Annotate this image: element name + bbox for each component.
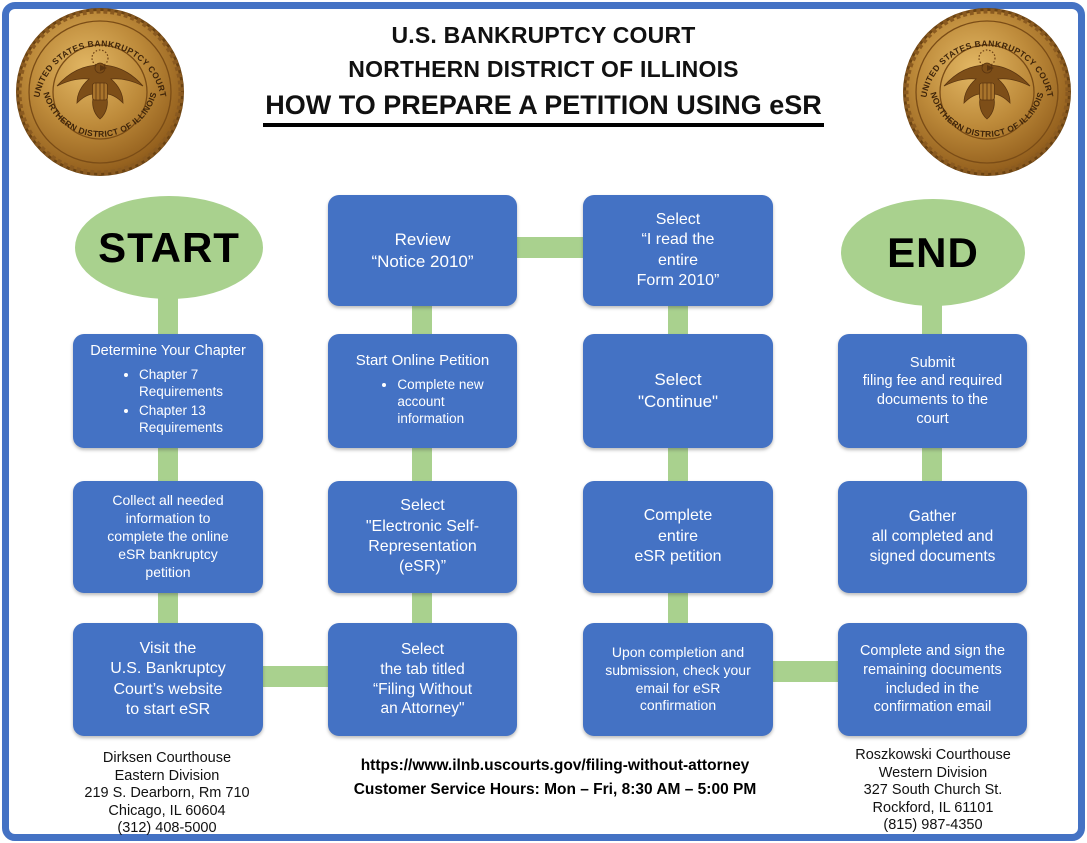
right-courthouse-address: Roszkowski Courthouse Western Division 3…	[855, 747, 1011, 833]
box-text: Complete entire eSR petition	[634, 507, 722, 566]
seal-outer-ring	[28, 20, 172, 164]
connector-col1-row2-3	[158, 444, 178, 485]
page-header: U.S. BANKRUPTCY COURT NORTHERN DISTRICT …	[195, 18, 892, 127]
connector-col3-row3-4	[668, 589, 688, 627]
box-complete-esr-petition: Complete entire eSR petition	[583, 481, 773, 593]
box-text: Select the tab titled “Filing Without an…	[372, 640, 473, 718]
box-text: Collect all needed information to comple…	[107, 492, 229, 580]
box-determine-chapter: Determine Your Chapter Chapter 7 Require…	[73, 334, 263, 448]
connector-col3-col4-bottom	[768, 661, 843, 682]
connector-col3-row1-2	[668, 302, 688, 338]
seal-outer-ring	[915, 20, 1059, 164]
connector-col4-row2-3	[922, 444, 942, 485]
page-title: HOW TO PREPARE A PETITION USING eSR	[263, 88, 824, 127]
box-text: Review “Notice 2010”	[371, 229, 474, 271]
connector-col2-row1-2	[412, 302, 432, 338]
box-text: Visit the U.S. Bankruptcy Court’s websit…	[110, 639, 226, 718]
connector-col2-row2-3	[412, 444, 432, 485]
box-collect-information: Collect all needed information to comple…	[73, 481, 263, 593]
end-terminal: END	[841, 199, 1025, 306]
box-text: Upon completion and submission, check yo…	[605, 643, 751, 714]
connector-col2-col3-top	[512, 237, 588, 258]
bullet-chapter7: Chapter 7 Requirements	[139, 367, 223, 401]
connector-col2-row3-4	[412, 589, 432, 627]
box-text: Submit filing fee and required documents…	[862, 354, 1003, 427]
bullet-list: Chapter 7 Requirements Chapter 13 Requir…	[113, 367, 223, 441]
box-select-esr: Select "Electronic Self- Representation …	[328, 481, 517, 593]
bullet-account-info: Complete new account information	[397, 377, 483, 428]
header-line1: U.S. BANKRUPTCY COURT	[391, 22, 696, 48]
footer-center-info: https://www.ilnb.uscourts.gov/filing-wit…	[318, 757, 792, 799]
connector-col1-col2-bottom	[258, 666, 333, 687]
box-text: Select "Continue"	[637, 370, 719, 411]
box-select-filing-without-attorney: Select the tab titled “Filing Without an…	[328, 623, 517, 736]
box-select-continue: Select "Continue"	[583, 334, 773, 448]
bullet-list: Complete new account information	[361, 377, 483, 431]
connector-end-down	[922, 302, 942, 338]
box-start-online-petition: Start Online Petition Complete new accou…	[328, 334, 517, 448]
box-text: Select “I read the entire Form 2010”	[636, 210, 720, 289]
box-title: Start Online Petition	[355, 352, 490, 370]
connector-col1-row3-4	[158, 589, 178, 627]
seal-rope-edge	[16, 8, 184, 176]
connector-col3-row2-3	[668, 444, 688, 485]
box-review-notice-2010: Review “Notice 2010”	[328, 195, 517, 306]
box-text: Select "Electronic Self- Representation …	[365, 497, 480, 576]
website-url: https://www.ilnb.uscourts.gov/filing-wit…	[360, 757, 750, 774]
bullet-chapter13: Chapter 13 Requirements	[139, 403, 223, 437]
start-terminal: START	[75, 196, 263, 299]
seal-inner-ring	[939, 44, 1035, 140]
header-line2: NORTHERN DISTRICT OF ILLINOIS	[348, 56, 739, 82]
box-gather-documents: Gather all completed and signed document…	[838, 481, 1027, 593]
service-hours: Customer Service Hours: Mon – Fri, 8:30 …	[353, 781, 757, 798]
seal-rope-edge	[903, 8, 1071, 176]
court-seal-left: UNITED STATES BANKRUPTCY COURT NORTHERN …	[16, 8, 184, 176]
seal-inner-ring	[52, 44, 148, 140]
box-complete-sign-remaining: Complete and sign the remaining document…	[838, 623, 1027, 736]
box-text: Gather all completed and signed document…	[869, 508, 996, 565]
box-select-read-form-2010: Select “I read the entire Form 2010”	[583, 195, 773, 306]
connector-start-down	[158, 292, 178, 338]
box-submit-filing-fee: Submit filing fee and required documents…	[838, 334, 1027, 448]
box-title: Determine Your Chapter	[90, 342, 246, 359]
box-check-email-confirmation: Upon completion and submission, check yo…	[583, 623, 773, 736]
box-text: Complete and sign the remaining document…	[859, 643, 1006, 716]
court-seal-right: UNITED STATES BANKRUPTCY COURT NORTHERN …	[903, 8, 1071, 176]
box-visit-website: Visit the U.S. Bankruptcy Court’s websit…	[73, 623, 263, 736]
left-courthouse-address: Dirksen Courthouse Eastern Division 219 …	[84, 750, 250, 836]
